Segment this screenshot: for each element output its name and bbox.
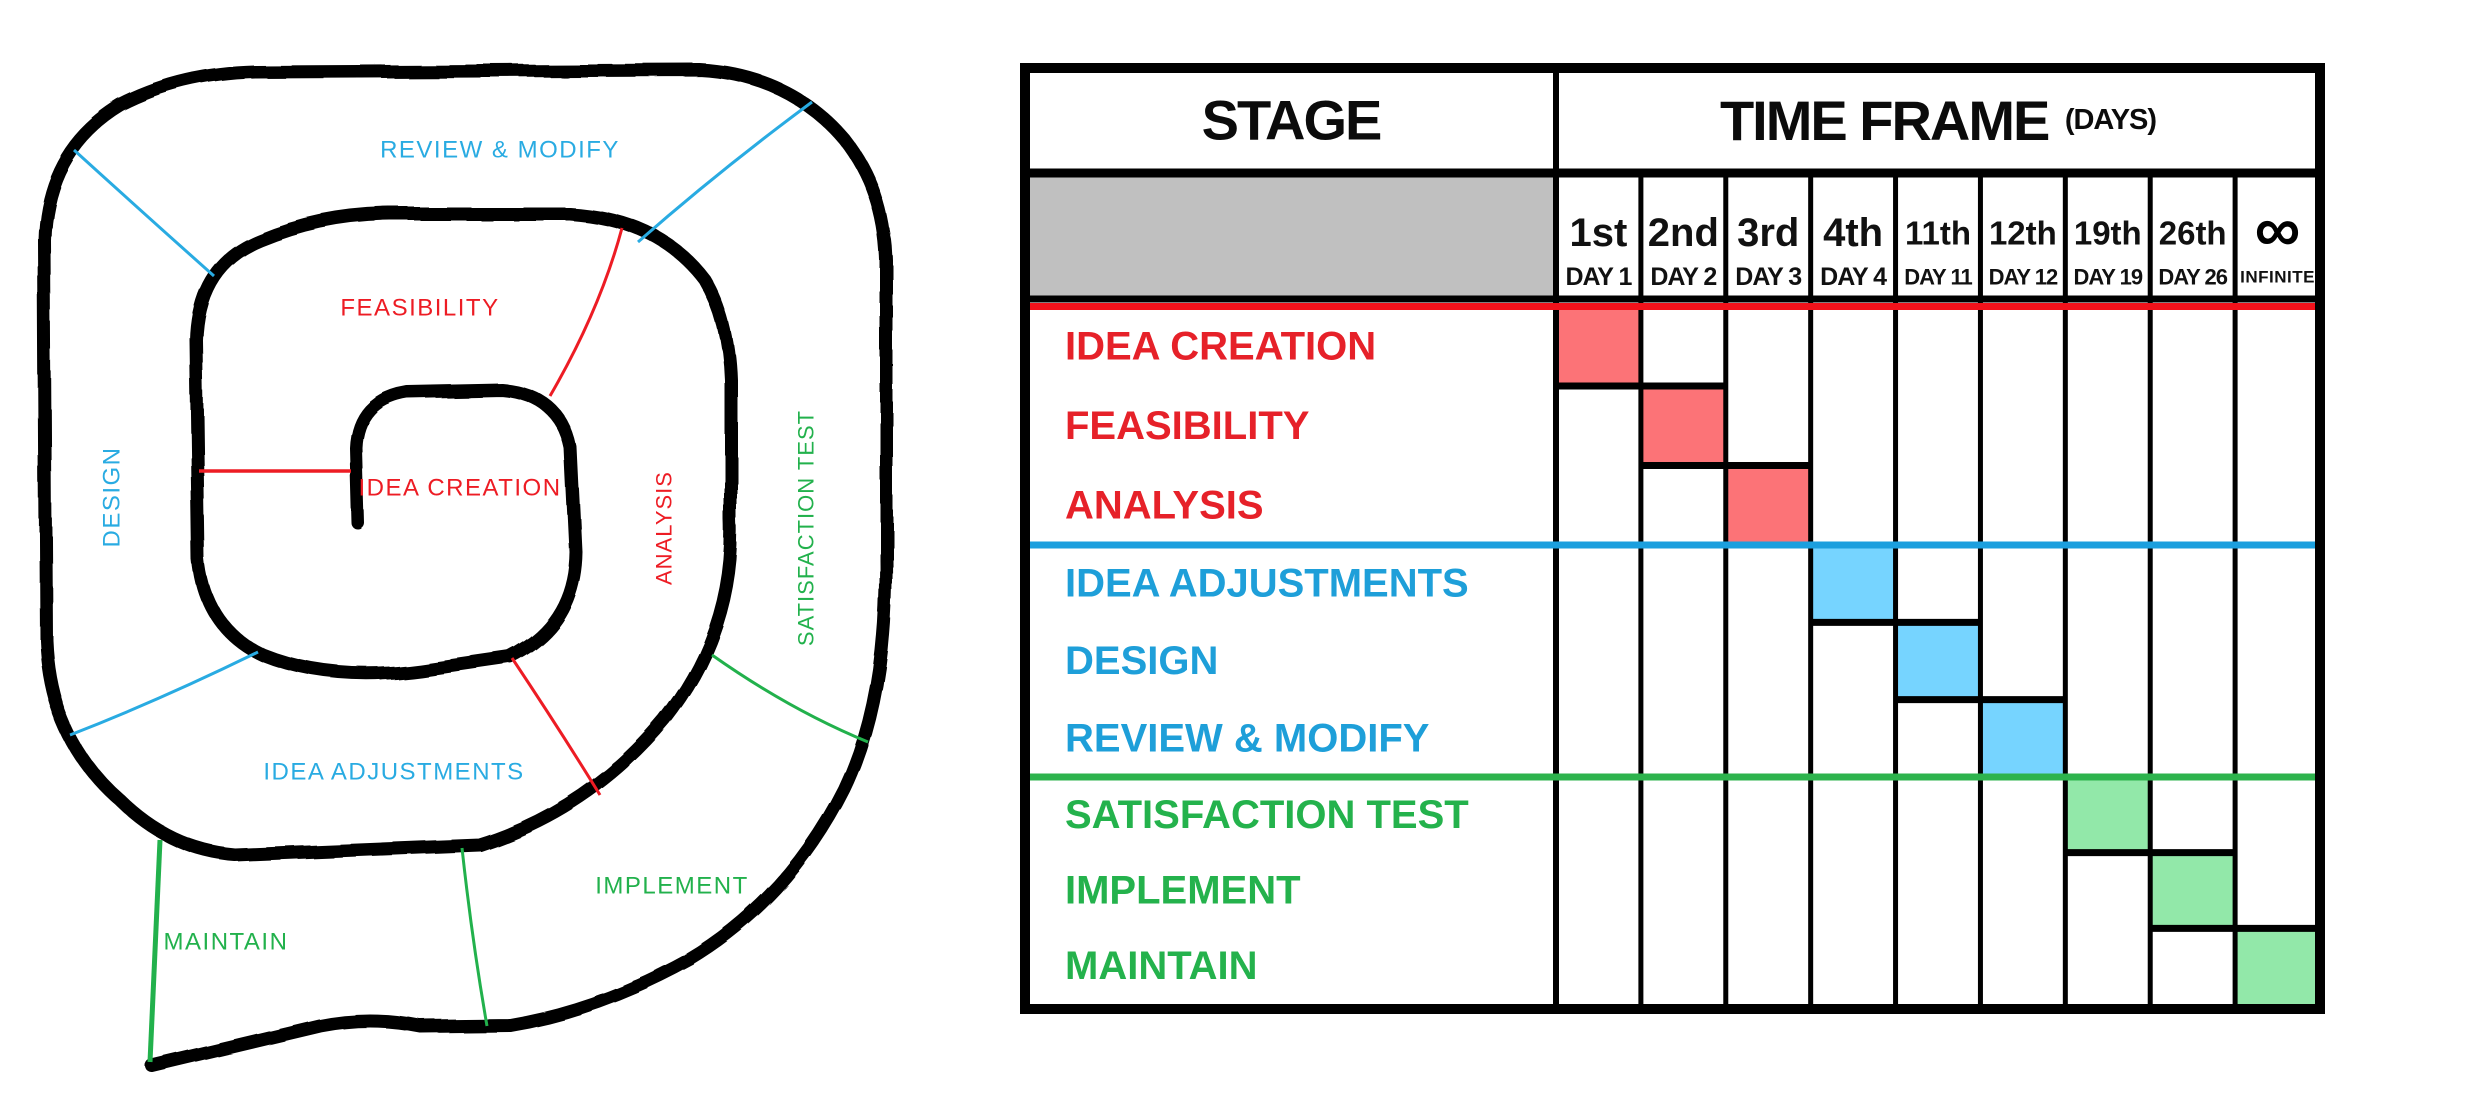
stage-label-idea-creation: IDEA CREATION: [1065, 324, 1376, 368]
stage-label-idea-adjustments: IDEA ADJUSTMENTS: [1065, 562, 1469, 606]
timeframe-header: TIME FRAME (DAYS): [1720, 89, 2156, 152]
spiral-label-feasibility: FEASIBILITY: [340, 295, 499, 322]
stage-label-analysis: ANALYSIS: [1065, 483, 1264, 527]
day-ordinal-8: 26th: [2159, 215, 2227, 252]
stage-header: STAGE: [1202, 89, 1381, 152]
gantt-bar-implement: [2150, 852, 2236, 929]
spiral-diagram: REVIEW & MODIFY FEASIBILITY IDEA CREATIO…: [37, 63, 893, 1073]
day-label-7: DAY 19: [2073, 265, 2142, 290]
gantt-bar-satisfaction-test: [2065, 777, 2151, 853]
timeframe-header-main: TIME FRAME: [1720, 89, 2049, 152]
stage-label-feasibility: FEASIBILITY: [1065, 404, 1310, 448]
stage-label-design: DESIGN: [1065, 639, 1218, 683]
spiral-label-analysis: ANALYSIS: [652, 471, 677, 585]
divider-feasibility-analysis: [548, 227, 624, 397]
day-ordinal-4: 4th: [1823, 211, 1883, 255]
gantt-bar-analysis: [1725, 465, 1811, 545]
stage-label-maintain: MAINTAIN: [1065, 944, 1258, 988]
spiral-label-review-modify: REVIEW & MODIFY: [380, 137, 620, 164]
gantt-bar-review-modify: [1980, 699, 2066, 777]
spiral-label-implement: IMPLEMENT: [595, 873, 749, 900]
gantt-bar-feasibility: [1640, 386, 1726, 466]
day-ordinal-3: 3rd: [1737, 211, 1799, 255]
gray-header-cell: [1030, 177, 1553, 296]
divider-satisfactiontest-implement: [711, 653, 869, 744]
spiral-label-satisfaction-test: SATISFACTION TEST: [794, 410, 819, 646]
day-ordinal-7: 19th: [2074, 215, 2142, 252]
day-label-5: DAY 11: [1904, 265, 1972, 290]
divider-design-reviewmodify: [72, 148, 215, 278]
spiral-label-idea-creation: IDEA CREATION: [358, 475, 561, 502]
day-ordinal-9: ∞: [2255, 193, 2301, 265]
gantt-bar-idea-creation: [1556, 306, 1641, 386]
timeframe-header-days-note: (DAYS): [2065, 104, 2157, 136]
day-ordinal-5: 11th: [1905, 215, 1971, 252]
spiral-label-idea-adjustments: IDEA ADJUSTMENTS: [263, 759, 524, 786]
day-label-3: DAY 3: [1735, 263, 1801, 291]
spiral-path: [37, 63, 893, 1073]
day-ordinal-1: 1st: [1570, 211, 1628, 255]
divider-implement-maintain: [460, 847, 489, 1027]
divider-maintain-end: [147, 839, 163, 1063]
divider-reviewmodify-satisfactiontest: [637, 100, 813, 244]
day-ordinal-2: 2nd: [1648, 211, 1719, 255]
stage-label-satisfaction-test: SATISFACTION TEST: [1065, 793, 1469, 837]
table-outer-border: [1020, 63, 2325, 1014]
stage-label-review-modify: REVIEW & MODIFY: [1065, 716, 1430, 760]
gantt-bar-maintain: [2235, 928, 2320, 1004]
gantt-bar-design: [1895, 622, 1981, 700]
day-label-8: DAY 26: [2158, 265, 2227, 290]
stage-label-implement: IMPLEMENT: [1065, 869, 1301, 913]
gantt-bar-idea-adjustments: [1810, 545, 1896, 623]
day-column-infinite: ∞ INFINITE: [2240, 193, 2315, 287]
day-label-2: DAY 2: [1650, 263, 1716, 291]
day-label-4: DAY 4: [1820, 263, 1887, 291]
divider-analysis-ideaadjustments: [510, 657, 602, 796]
spiral-label-maintain: MAINTAIN: [164, 929, 289, 956]
spiral-label-design: DESIGN: [99, 446, 126, 547]
day-label-6: DAY 12: [1989, 265, 2058, 290]
day-ordinal-6: 12th: [1989, 215, 2057, 252]
divider-ideaadjustments-design: [69, 650, 259, 737]
day-label-9: INFINITE: [2240, 268, 2315, 287]
day-label-1: DAY 1: [1565, 263, 1632, 291]
